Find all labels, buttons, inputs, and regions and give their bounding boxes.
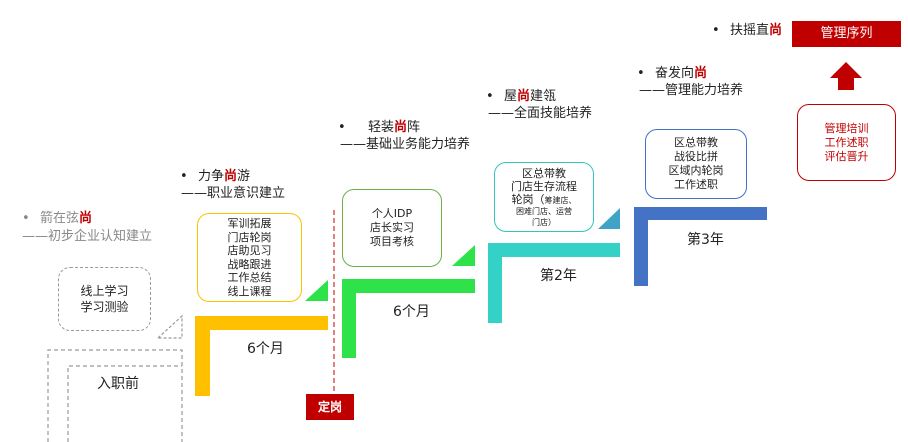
milestone-2: • 轻装尚阵: [338, 120, 420, 136]
milestone-4: • 奋发向尚: [637, 66, 707, 82]
milestone-1-prefix: 力争: [198, 169, 225, 184]
milestone-1: • 力争尚游: [180, 169, 250, 185]
milestone-2-suffix: 阵: [407, 120, 421, 135]
mgmt-item-2: 评估晋升: [824, 149, 869, 163]
yellow-step: [195, 316, 328, 396]
online-item-1: 学习测验: [80, 300, 129, 314]
bullet-3: •: [486, 89, 494, 104]
stage1-box: 军训拓展 门店轮岗 店助见习 战略跟进 工作总结 线上课程: [197, 213, 302, 302]
stage1-item-2: 店助见习: [227, 244, 272, 257]
stage4-item-3: 工作述职: [674, 178, 718, 191]
online-learning-box: 线上学习 学习测验: [58, 267, 151, 331]
milestone-4-sub: ——管理能力培养: [639, 83, 744, 98]
up-arrow: [830, 62, 862, 90]
green-triangle-1: [305, 280, 328, 301]
bullet-1: •: [180, 169, 188, 184]
milestone-4-highlight: 尚: [694, 66, 708, 81]
stage2-item-2: 项目考核: [370, 235, 414, 248]
stage1-item-5: 线上课程: [227, 284, 272, 298]
stage2-item-0: 个人IDP: [371, 207, 413, 220]
milestone-5-highlight: 尚: [769, 23, 783, 38]
milestone-0-sub: ——初步企业认知建立: [22, 229, 153, 244]
entry-triangle: [156, 314, 183, 339]
label-year-2: 第2年: [540, 268, 577, 284]
stage1-item-1: 门店轮岗: [227, 230, 272, 244]
teal-triangle: [598, 208, 620, 229]
stage4-item-1: 战役比拼: [674, 150, 718, 163]
blue-step: [634, 207, 767, 286]
teal-step: [488, 243, 620, 323]
position-confirmation-tag: 定岗: [306, 394, 354, 420]
stage2-item-1: 店长实习: [370, 221, 414, 234]
stage1-item-4: 工作总结: [227, 271, 272, 284]
bullet-5: •: [712, 23, 720, 38]
milestone-3-sub: ——全面技能培养: [488, 106, 593, 121]
milestone-3: • 屋尚建瓴: [486, 89, 556, 105]
mgmt-item-0: 管理培训: [824, 121, 869, 135]
milestone-2-prefix: 轻装: [368, 120, 395, 135]
management-sequence-tag: 管理序列: [792, 21, 901, 47]
stage3-rotation-line: 轮岗（筹建店、: [512, 193, 577, 206]
stage3-item-1: 门店生存流程: [511, 179, 577, 193]
milestone-1-suffix: 游: [237, 169, 251, 184]
entry-step: [47, 349, 183, 442]
milestone-3-suffix: 建瓴: [530, 89, 557, 104]
stage1-item-3: 战略跟进: [227, 257, 272, 271]
stage4-box: 区总带教 战役比拼 区域内轮岗 工作述职: [645, 129, 747, 199]
milestone-5: • 扶摇直尚: [712, 23, 782, 39]
milestone-0-prefix: 箭在弦: [40, 211, 80, 226]
label-entry: 入职前: [97, 376, 139, 392]
milestone-5-prefix: 扶摇直: [730, 23, 770, 38]
green-step: [342, 279, 475, 358]
milestone-0: • 箭在弦尚: [22, 211, 92, 227]
label-6-months-a: 6个月: [247, 341, 284, 357]
milestone-1-highlight: 尚: [224, 169, 238, 184]
online-item-0: 线上学习: [80, 284, 129, 298]
stage4-item-2: 区域内轮岗: [668, 164, 724, 177]
stage3-item-2: 轮岗（: [511, 192, 545, 206]
stage2-box: 个人IDP 店长实习 项目考核: [342, 189, 442, 267]
label-year-3: 第3年: [687, 232, 724, 248]
management-box: 管理培训 工作述职 评估晋升: [797, 104, 896, 181]
milestone-3-prefix: 屋: [504, 89, 518, 104]
stage3-small-2: 门店）: [532, 217, 556, 227]
bullet-4: •: [637, 66, 645, 81]
milestone-0-highlight: 尚: [79, 211, 93, 226]
stage4-item-0: 区总带教: [674, 136, 718, 149]
milestone-2-sub: ——基础业务能力培养: [340, 137, 471, 152]
bullet-0: •: [22, 211, 30, 226]
milestone-2-highlight: 尚: [394, 120, 408, 135]
bullet-2: •: [338, 120, 346, 135]
stage3-small-0: 筹建店、: [544, 195, 577, 205]
stage3-box: 区总带教 门店生存流程 轮岗（筹建店、 困难门店、运营 门店）: [494, 162, 594, 232]
milestone-4-prefix: 奋发向: [655, 66, 695, 81]
stage3-small-1: 困难门店、运营: [516, 206, 572, 216]
milestone-3-highlight: 尚: [517, 89, 531, 104]
milestone-1-sub: ——职业意识建立: [181, 186, 286, 201]
label-6-months-b: 6个月: [393, 304, 430, 320]
stage1-item-0: 军训拓展: [227, 217, 272, 230]
stage3-item-0: 区总带教: [522, 166, 566, 180]
mgmt-item-1: 工作述职: [824, 135, 869, 149]
green-triangle-2: [452, 245, 475, 266]
